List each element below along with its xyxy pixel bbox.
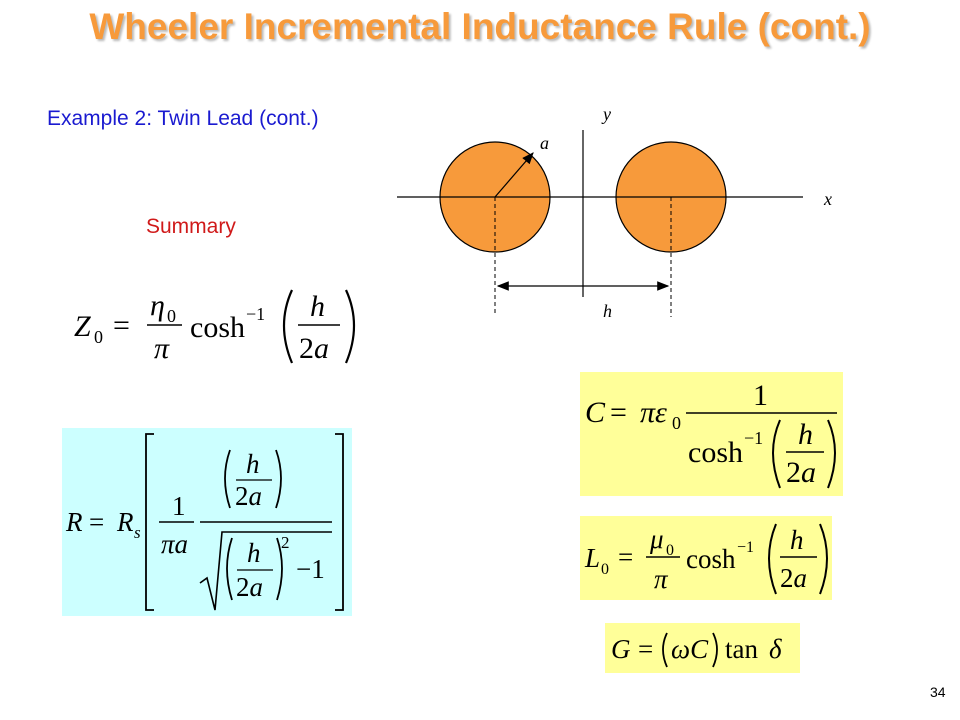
svg-text:R: R (65, 507, 83, 537)
svg-text:ωC: ωC (671, 634, 709, 664)
svg-text:μ: μ (649, 524, 664, 554)
svg-text:s: s (134, 523, 141, 542)
svg-text:G: G (611, 634, 631, 664)
y-axis-label: y (601, 104, 611, 124)
svg-text:cosh: cosh (688, 436, 743, 469)
resistance-formula-box: R = R s 1 πa h 2a h 2a 2 −1 (62, 428, 352, 616)
inductance-formula-box: L 0 = μ 0 π cosh −1 h 2a (580, 516, 832, 600)
z0-formula: Z 0 = η 0 π cosh −1 h 2a (74, 289, 356, 365)
svg-text:−1: −1 (744, 428, 763, 448)
svg-text:2a: 2a (236, 572, 263, 602)
svg-text:R: R (116, 507, 134, 537)
svg-text:1: 1 (172, 491, 186, 521)
svg-text:2a: 2a (235, 481, 262, 511)
conductance-formula-box: G = ωC tan δ (605, 623, 800, 673)
svg-text:2a: 2a (780, 563, 807, 593)
svg-text:=: = (89, 507, 104, 537)
svg-text:0: 0 (666, 542, 674, 559)
svg-text:L: L (584, 543, 600, 573)
capacitance-formula: C = πε 0 1 cosh −1 h 2a (585, 379, 837, 489)
svg-text:−1: −1 (296, 554, 325, 584)
svg-text:h: h (798, 418, 813, 451)
page-number: 34 (930, 684, 946, 700)
svg-text:0: 0 (167, 306, 176, 326)
svg-text:πε: πε (640, 396, 667, 429)
svg-text:cosh: cosh (190, 311, 245, 344)
x-axis-label: x (823, 189, 832, 209)
svg-text:η: η (150, 289, 165, 322)
svg-text:=: = (113, 309, 130, 342)
radius-arrow (494, 152, 534, 198)
svg-text:0: 0 (94, 327, 103, 347)
svg-text:0: 0 (601, 561, 609, 578)
svg-text:0: 0 (672, 413, 681, 433)
svg-text:π: π (654, 564, 669, 594)
svg-text:Z: Z (74, 310, 91, 343)
svg-text:−1: −1 (246, 304, 265, 324)
svg-text:C: C (585, 396, 606, 429)
svg-text:cosh: cosh (686, 544, 736, 574)
svg-text:tan: tan (725, 634, 758, 664)
svg-text:h: h (247, 538, 261, 568)
svg-text:π: π (154, 332, 170, 365)
capacitance-formula-box: C = πε 0 1 cosh −1 h 2a (580, 372, 843, 496)
svg-text:h: h (310, 290, 325, 323)
svg-text:2a: 2a (299, 332, 329, 365)
svg-text:2a: 2a (786, 456, 816, 489)
slide-title: Wheeler Incremental Inductance Rule (con… (89, 6, 871, 47)
svg-text:2: 2 (281, 533, 290, 552)
svg-text:h: h (790, 525, 804, 555)
resistance-formula: R = R s 1 πa h 2a h 2a 2 −1 (65, 433, 344, 611)
svg-text:h: h (246, 449, 260, 479)
twin-lead-diagram: y x a h (397, 104, 832, 321)
conductance-formula: G = ωC tan δ (611, 632, 782, 668)
summary-label: Summary (146, 215, 236, 238)
separation-label: h (603, 301, 612, 321)
svg-text:πa: πa (161, 529, 188, 559)
inductance-formula: L 0 = μ 0 π cosh −1 h 2a (584, 523, 828, 595)
svg-text:δ: δ (769, 634, 782, 664)
svg-text:=: = (610, 396, 627, 429)
example-subtitle: Example 2: Twin Lead (cont.) (47, 107, 319, 130)
radius-label: a (540, 133, 549, 153)
svg-text:−1: −1 (737, 539, 754, 556)
svg-text:=: = (638, 634, 653, 664)
svg-text:=: = (618, 542, 633, 572)
svg-text:1: 1 (753, 379, 768, 412)
